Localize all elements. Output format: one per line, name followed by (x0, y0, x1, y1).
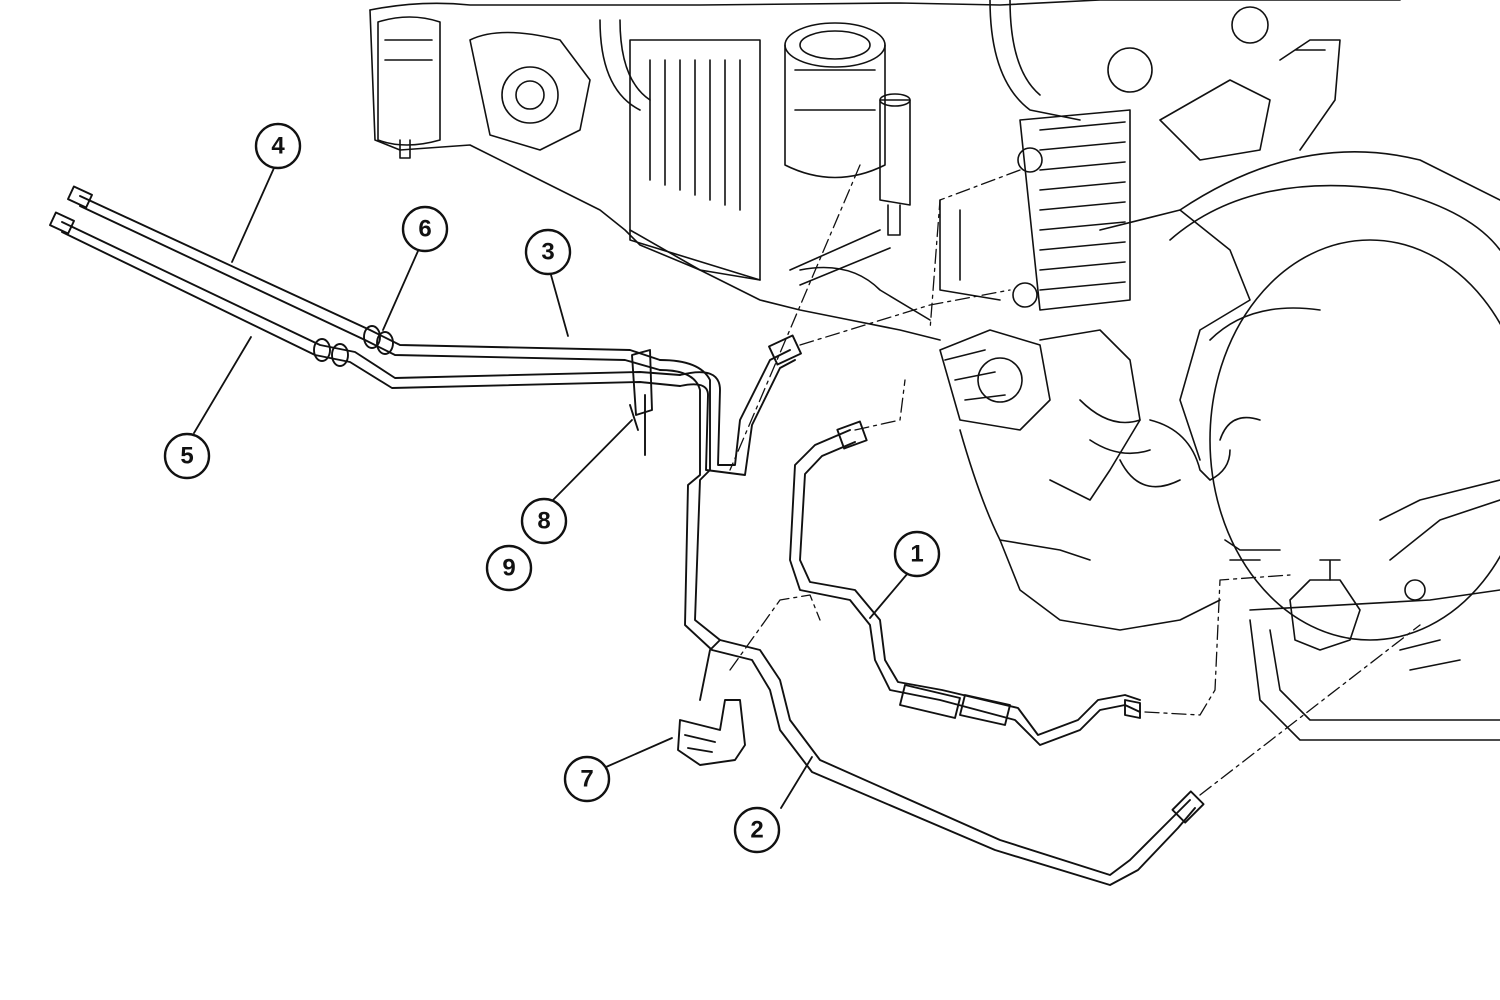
callout-3-label: 3 (541, 239, 554, 266)
line-1 (789, 429, 1141, 746)
callout-8: 8 (520, 497, 568, 545)
hose-5 (61, 221, 681, 379)
line-2 (659, 359, 1191, 876)
callout-7: 7 (563, 755, 611, 803)
routing-guide-lines (729, 164, 1421, 796)
hose-4 (79, 195, 661, 361)
transmission-assembly (959, 151, 1500, 741)
callout-1-label: 1 (910, 541, 923, 568)
callout-2-label: 2 (750, 817, 763, 844)
callout-6: 6 (401, 205, 449, 253)
callout-4: 4 (254, 122, 302, 170)
callout-5-label: 5 (180, 443, 193, 470)
callout-5: 5 (163, 432, 211, 480)
callout-leaders (193, 167, 909, 809)
callout-2: 2 (733, 806, 781, 854)
callout-4-label: 4 (271, 133, 285, 160)
callout-6-label: 6 (418, 216, 431, 243)
callout-9: 9 (485, 544, 533, 592)
callout-1: 1 (893, 530, 941, 578)
callout-9-label: 9 (502, 555, 515, 582)
callout-8-label: 8 (537, 508, 550, 535)
callout-3: 3 (524, 228, 572, 276)
cooler-lines (49, 185, 1205, 886)
engine-assembly (369, 0, 1401, 431)
callout-7-label: 7 (580, 766, 593, 793)
